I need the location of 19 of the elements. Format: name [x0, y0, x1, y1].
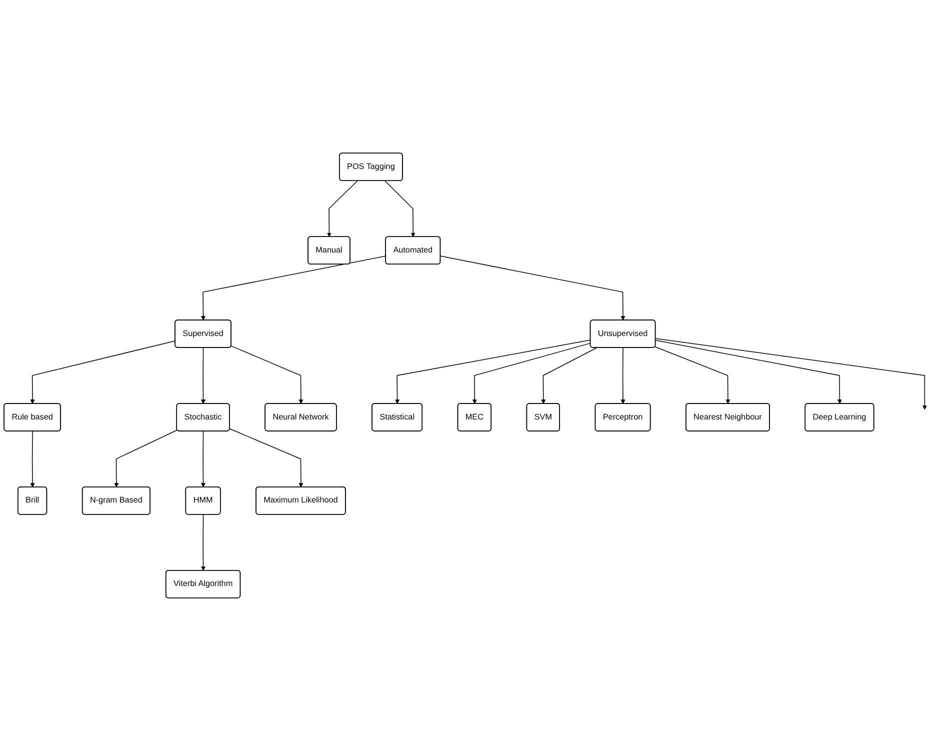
arrow [395, 340, 591, 404]
arrow [472, 342, 591, 404]
arrow [230, 346, 304, 404]
arrow [201, 514, 206, 571]
arrow [114, 430, 178, 488]
arrow [201, 430, 206, 488]
arrow [655, 340, 842, 404]
arrow [201, 256, 386, 320]
arrow [654, 346, 730, 404]
arrow [440, 256, 626, 320]
arrow [326, 180, 358, 238]
arrow [30, 340, 176, 404]
arrow [30, 430, 35, 488]
arrow [620, 347, 626, 404]
arrow [229, 428, 304, 488]
arrow [655, 338, 927, 410]
arrow [201, 347, 206, 404]
arrow [384, 180, 416, 238]
arrow [541, 347, 598, 404]
